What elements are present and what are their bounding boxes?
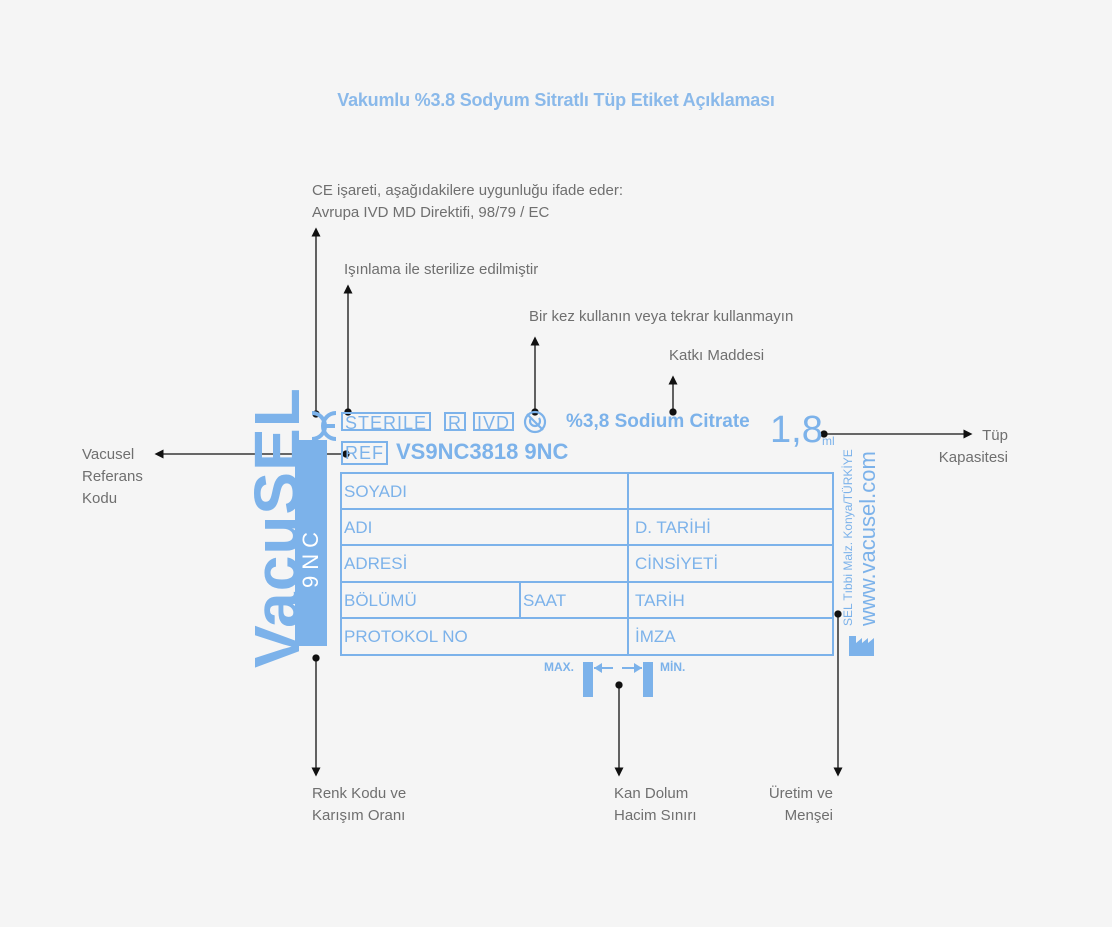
capacity-annotation-line2: Kapasitesi <box>938 449 1008 466</box>
reference-annotation-line1: Vacusel <box>82 446 135 463</box>
additive-text: %3,8 Sodium Citrate <box>566 411 750 432</box>
field-protocol-no: PROTOKOL NO <box>344 627 468 646</box>
capacity-annotation: Tüp Kapasitesi <box>906 425 1008 469</box>
min-label: MİN. <box>660 660 686 674</box>
color-code-bar <box>295 440 327 646</box>
do-not-reuse-icon <box>523 410 547 434</box>
origin-annotation: Üretim ve Menşei <box>733 783 833 827</box>
field-name: ADI <box>344 518 373 537</box>
field-surname: SOYADI <box>344 482 407 501</box>
fill-limit-annotation-line2: Hacim Sınırı <box>614 807 697 824</box>
ref-symbol: REF <box>341 441 388 465</box>
sterile-symbol: STERILE <box>341 412 432 432</box>
sterile-annotation: Işınlama ile sterilize edilmiştir <box>344 261 539 278</box>
field-address: ADRESİ <box>344 554 408 573</box>
ivd-symbol: IVD <box>473 412 515 432</box>
ce-annotation: CE işareti, aşağıdakilere uygunluğu ifad… <box>312 180 623 224</box>
reference-annotation-line2: Referans <box>82 468 143 485</box>
table-grid-lines <box>341 473 833 655</box>
page-title: Vakumlu %3.8 Sodyum Sitratlı Tüp Etiket … <box>337 90 775 110</box>
ref-code: VS9NC3818 9NC <box>396 439 569 464</box>
fill-limit-annotation-line1: Kan Dolum <box>614 785 689 802</box>
field-date: TARİH <box>635 591 685 610</box>
color-code-text: 9NC <box>298 525 323 588</box>
additive-annotation: Katkı Maddesi <box>669 347 765 364</box>
sterile-method-symbol: R <box>444 412 466 432</box>
field-department: BÖLÜMÜ <box>344 591 417 610</box>
ce-annotation-line1: CE işareti, aşağıdakilere uygunluğu ifad… <box>312 182 624 199</box>
field-birth-date: D. TARİHİ <box>635 518 711 537</box>
factory-icon <box>849 636 874 656</box>
field-time: SAAT <box>523 591 567 610</box>
fill-limit-annotation: Kan Dolum Hacim Sınırı <box>614 783 697 827</box>
single-use-annotation: Bir kez kullanın veya tekrar kullanmayın <box>529 308 794 325</box>
manufacturer-text: SEL Tıbbi Malz. Konya/TÜRKİYE <box>841 449 855 626</box>
origin-annotation-line1: Üretim ve <box>768 785 833 802</box>
ce-mark-icon <box>311 411 337 441</box>
field-signature: İMZA <box>635 627 676 646</box>
fill-limit-markers <box>583 662 653 697</box>
field-gender: CİNSİYETİ <box>635 554 719 573</box>
color-code-annotation-line2: Karışım Oranı <box>312 807 406 824</box>
max-label: MAX. <box>544 660 574 674</box>
capacity-annotation-line1: Tüp <box>982 427 1008 444</box>
color-code-annotation-line1: Renk Kodu ve <box>312 785 407 802</box>
capacity-value: 1,8 <box>770 409 823 451</box>
patient-info-table <box>340 472 834 656</box>
capacity-unit: ml <box>822 434 835 448</box>
ce-annotation-line2: Avrupa IVD MD Direktifi, 98/79 / EC <box>312 204 550 221</box>
reference-annotation-line3: Kodu <box>82 490 118 507</box>
reference-annotation: Vacusel Referans Kodu <box>82 444 143 510</box>
color-code-annotation: Renk Kodu ve Karışım Oranı <box>312 783 406 827</box>
website-text: www.vacusel.com <box>855 451 880 626</box>
origin-annotation-line2: Menşei <box>784 807 833 824</box>
